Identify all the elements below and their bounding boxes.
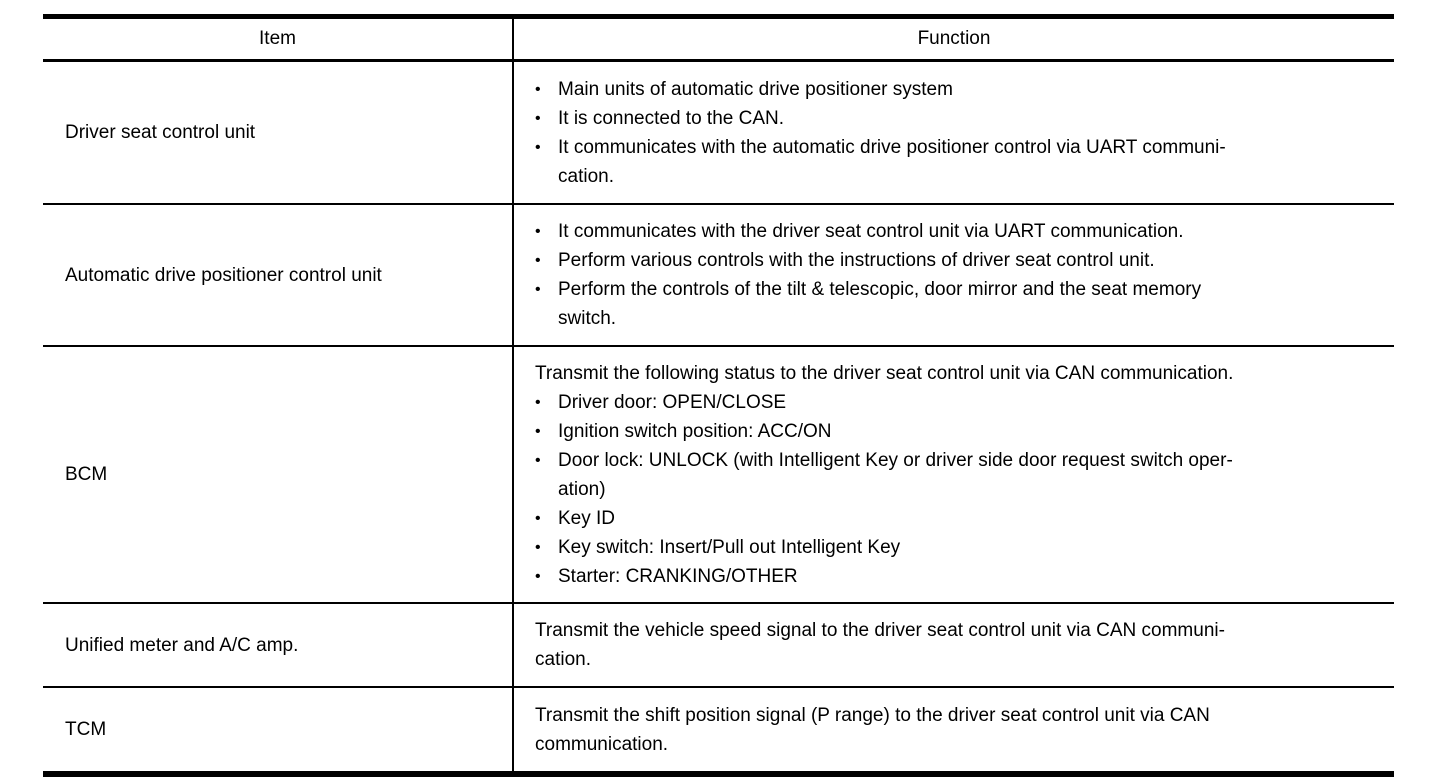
bullet-icon: • [535,538,541,556]
list-item: • Driver door: OPEN/CLOSE [535,388,1384,417]
function-intro-text: Transmit the following status to the dri… [535,362,1234,384]
bullet-icon: • [535,451,541,469]
function-text: Door lock: UNLOCK (with Intelligent Key … [558,449,1233,500]
bullet-icon: • [535,509,541,527]
item-cell: Automatic drive positioner control unit [43,203,514,346]
bullet-icon: • [535,252,541,269]
list-item: • Main units of automatic drive position… [535,75,1384,104]
list-item: • It is connected to the CAN. [535,104,1384,133]
function-cell: • Main units of automatic drive position… [513,61,1394,205]
item-cell: BCM [43,345,514,603]
item-column-header: Item [43,16,514,62]
item-cell: TCM [43,686,514,774]
item-cell: Unified meter and A/C amp. [43,602,514,687]
function-cell: Transmit the shift position signal (P ra… [513,686,1394,774]
function-cell: Transmit the following status to the dri… [513,345,1394,603]
function-text: It is connected to the CAN. [558,107,785,129]
function-text: Main units of automatic drive positioner… [558,78,953,100]
list-item: • Key ID [535,504,1384,533]
table-row: BCM Transmit the following status to the… [43,345,1394,603]
function-text: Transmit the vehicle speed signal to the… [535,620,1225,670]
bullet-icon: • [535,281,541,298]
function-text: Transmit the shift position signal (P ra… [535,704,1210,755]
bullet-icon: • [535,393,541,411]
table-row: Automatic drive positioner control unit … [43,203,1394,346]
table-row: Driver seat control unit • Main units of… [43,60,1394,205]
list-item: • Ignition switch position: ACC/ON [535,417,1384,446]
bullet-icon: • [535,138,541,156]
bullet-icon: • [535,223,541,240]
list-item: • It communicates with the automatic dri… [535,133,1384,191]
list-item: • Door lock: UNLOCK (with Intelligent Ke… [535,446,1384,504]
item-cell: Driver seat control unit [43,60,514,204]
function-text: Key switch: Insert/Pull out Intelligent … [558,536,901,558]
bullet-icon: • [535,422,541,440]
list-item: • Key switch: Insert/Pull out Intelligen… [535,533,1384,562]
function-text: Ignition switch position: ACC/ON [558,420,832,442]
item-function-table: Item Function Driver seat control unit •… [43,14,1394,777]
function-cell: Transmit the vehicle speed signal to the… [513,602,1394,687]
bullet-icon: • [535,80,541,98]
list-item: • Perform the controls of the tilt & tel… [535,275,1384,333]
function-text: It communicates with the driver seat con… [558,221,1184,242]
function-text: Starter: CRANKING/OTHER [558,565,798,587]
function-column-header: Function [513,16,1394,62]
function-text: Perform various controls with the instru… [558,250,1155,271]
function-text: Key ID [558,507,616,529]
list-item: • Starter: CRANKING/OTHER [535,562,1384,591]
function-cell: • It communicates with the driver seat c… [513,203,1394,346]
header-row: Item Function [43,16,1394,62]
list-item: • It communicates with the driver seat c… [535,217,1384,246]
list-item: • Perform various controls with the inst… [535,246,1384,275]
bullet-icon: • [535,567,541,585]
table-row: Unified meter and A/C amp. Transmit the … [43,602,1394,687]
table-row: TCM Transmit the shift position signal (… [43,686,1394,774]
function-text: Driver door: OPEN/CLOSE [558,391,787,413]
function-text: Perform the controls of the tilt & teles… [558,279,1202,329]
bullet-icon: • [535,109,541,127]
function-text: It communicates with the automatic drive… [558,136,1226,187]
